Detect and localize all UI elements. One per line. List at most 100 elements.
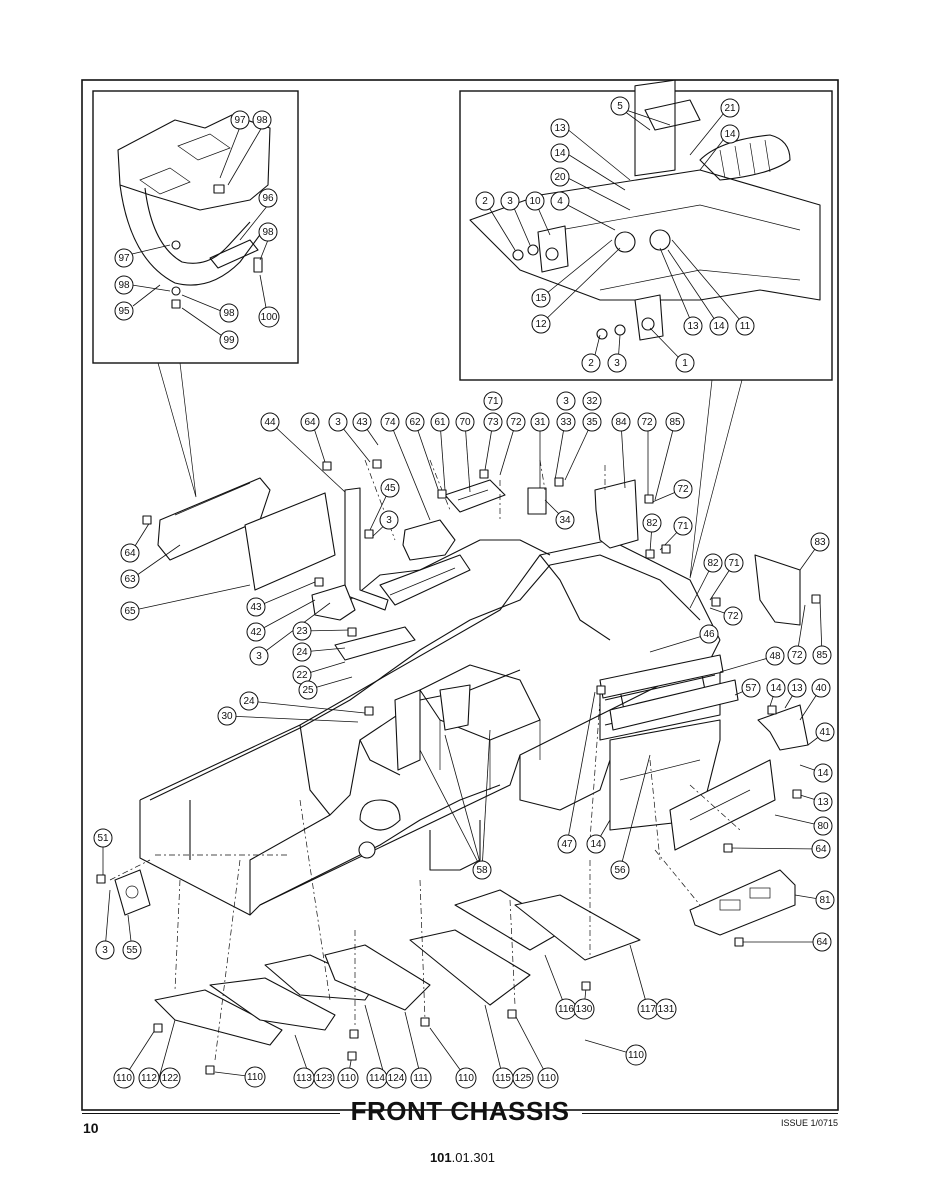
- callout-circle: [113, 1067, 135, 1089]
- callout-label: 44: [264, 417, 276, 428]
- callout-circle: [483, 412, 503, 432]
- callout-40: 40: [811, 678, 831, 698]
- callout-circle: [337, 1067, 359, 1089]
- callout-label: 13: [554, 123, 566, 134]
- callout-circle: [120, 569, 140, 589]
- callout-circle: [720, 124, 740, 144]
- callout-label: 85: [669, 417, 681, 428]
- callout-label: 3: [256, 651, 262, 662]
- callout-72: 72: [506, 412, 526, 432]
- callout-circle: [380, 478, 400, 498]
- callout-label: 42: [250, 627, 262, 638]
- callout-99: 99: [219, 330, 239, 350]
- callout-circle: [475, 191, 495, 211]
- callout-label: 81: [819, 895, 831, 906]
- callout-label: 96: [262, 193, 274, 204]
- callout-circle: [138, 1067, 160, 1089]
- callout-circle: [258, 222, 278, 242]
- callout-label: 13: [791, 683, 803, 694]
- callout-circle: [405, 412, 425, 432]
- callout-label: 45: [384, 483, 396, 494]
- callout-112: 112: [138, 1067, 160, 1089]
- callout-14: 14: [813, 763, 833, 783]
- callout-circle: [246, 597, 266, 617]
- callout-label: 63: [124, 574, 136, 585]
- callout-11: 11: [735, 316, 755, 336]
- callout-2: 2: [581, 353, 601, 373]
- callout-circle: [410, 1067, 432, 1089]
- callout-label: 72: [641, 417, 653, 428]
- callout-label: 47: [561, 839, 573, 850]
- callout-72: 72: [673, 479, 693, 499]
- callout-circle: [258, 188, 278, 208]
- detail-pointer-left: [157, 362, 197, 498]
- callout-label: 3: [563, 396, 569, 407]
- callout-111: 111: [410, 1067, 432, 1089]
- callout-circle: [811, 678, 831, 698]
- page-number: 10: [83, 1120, 99, 1136]
- callout-circle: [252, 110, 272, 130]
- callout-label: 73: [487, 417, 499, 428]
- callout-circle: [642, 513, 662, 533]
- leader-lines: [102, 107, 826, 1079]
- callout-label: 57: [745, 683, 757, 694]
- callout-circle: [244, 1066, 266, 1088]
- callout-123: 123: [313, 1067, 335, 1089]
- callout-64: 64: [812, 932, 832, 952]
- callout-3: 3: [607, 353, 627, 373]
- callout-circle: [709, 316, 729, 336]
- callout-label: 30: [221, 711, 233, 722]
- callout-circle: [379, 510, 399, 530]
- callout-circle: [673, 516, 693, 536]
- doc-ref-bold: 101: [429, 1150, 452, 1165]
- callout-label: 124: [388, 1073, 405, 1084]
- callout-circle: [506, 412, 526, 432]
- callout-circle: [258, 306, 280, 328]
- callout-33: 33: [556, 412, 576, 432]
- callout-circle: [531, 288, 551, 308]
- callout-label: 35: [586, 417, 598, 428]
- callout-circle: [328, 412, 348, 432]
- callout-label: 123: [316, 1073, 333, 1084]
- callout-circle: [813, 792, 833, 812]
- callout-label: 113: [296, 1073, 312, 1084]
- callout-label: 10: [529, 196, 541, 207]
- callout-110: 110: [455, 1067, 477, 1089]
- callout-circle: [703, 553, 723, 573]
- callout-116: 116: [555, 998, 577, 1020]
- callout-label: 41: [819, 727, 831, 738]
- callout-label: 71: [487, 396, 499, 407]
- title-rule-left: [82, 1113, 340, 1114]
- callout-circle: [537, 1067, 559, 1089]
- callout-label: 65: [124, 606, 136, 617]
- callout-label: 82: [646, 518, 658, 529]
- callout-label: 25: [302, 685, 314, 696]
- callout-circle: [550, 118, 570, 138]
- left-detail-drawing: [117, 114, 271, 309]
- callout-label: 14: [770, 683, 782, 694]
- callout-label: 110: [247, 1072, 263, 1083]
- callout-117: 117: [637, 998, 659, 1020]
- right-detail-drawing: [469, 79, 821, 341]
- callout-circle: [122, 940, 142, 960]
- callout-label: 110: [458, 1073, 474, 1084]
- callout-circle: [610, 860, 630, 880]
- callout-24: 24: [292, 642, 312, 662]
- callout-circle: [581, 353, 601, 373]
- callout-label: 130: [576, 1004, 593, 1015]
- callout-circle: [555, 510, 575, 530]
- callout-label: 110: [116, 1073, 132, 1084]
- callout-30: 30: [217, 706, 237, 726]
- callout-circle: [95, 940, 115, 960]
- callout-label: 2: [482, 196, 488, 207]
- callout-label: 122: [162, 1073, 179, 1084]
- callout-label: 31: [534, 417, 546, 428]
- callout-label: 125: [515, 1073, 532, 1084]
- callout-43: 43: [246, 597, 266, 617]
- callout-circle: [683, 316, 703, 336]
- callout-125: 125: [512, 1067, 534, 1089]
- callout-14: 14: [720, 124, 740, 144]
- callout-80: 80: [813, 816, 833, 836]
